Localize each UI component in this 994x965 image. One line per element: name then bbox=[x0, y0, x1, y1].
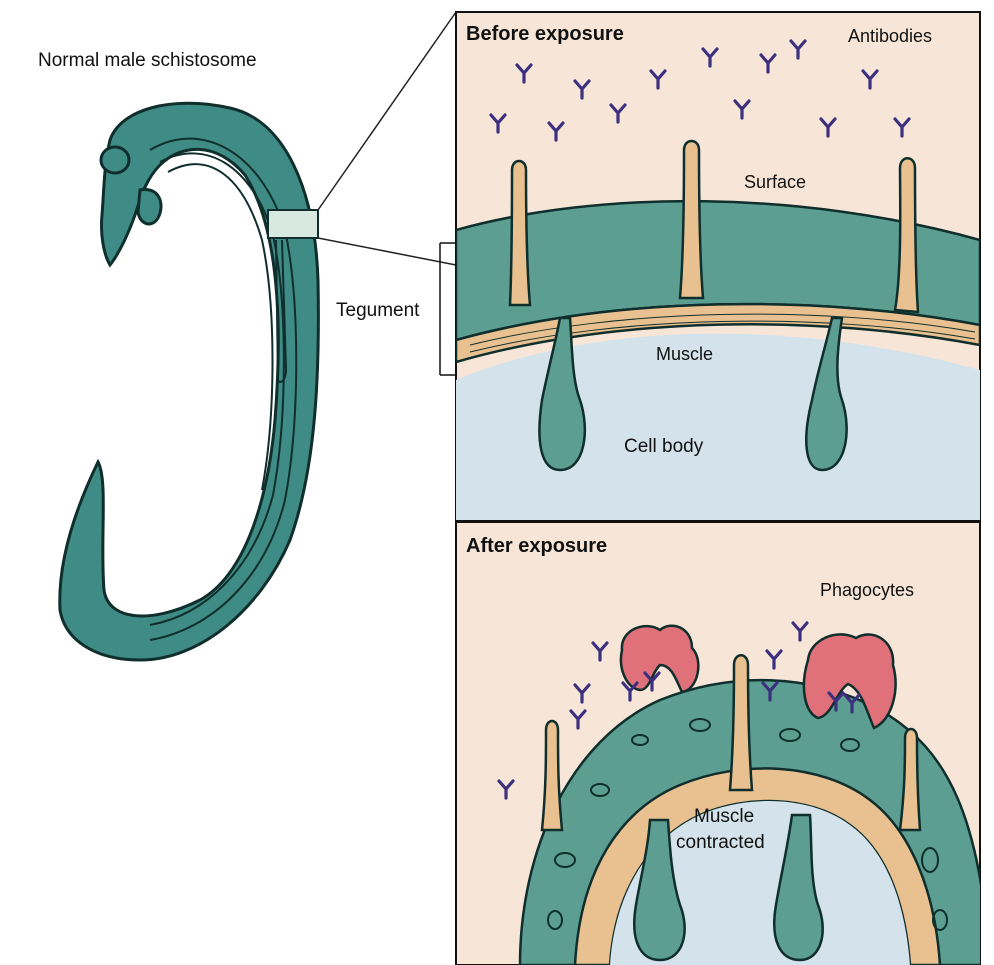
muscle-label: Muscle bbox=[656, 344, 713, 364]
surface-projection bbox=[680, 141, 703, 298]
panel-before-heading: Before exposure bbox=[466, 23, 624, 45]
cell-body-region bbox=[456, 334, 980, 520]
antibodies-label: Antibodies bbox=[848, 26, 932, 46]
phagocytes-label: Phagocytes bbox=[820, 580, 914, 600]
ventral-sucker bbox=[138, 189, 161, 223]
surface-projection bbox=[510, 161, 530, 305]
schistosome-worm bbox=[60, 103, 319, 660]
zoom-region-marker bbox=[268, 210, 318, 238]
tegument-label: Tegument bbox=[336, 300, 420, 321]
panel-after-heading: After exposure bbox=[466, 535, 607, 557]
zoom-line-bottom bbox=[318, 238, 456, 265]
panel-before-exposure: Before exposure Antibodies Surface Muscl… bbox=[456, 12, 980, 520]
worm-label: Normal male schistosome bbox=[38, 50, 257, 71]
muscle-contracted-line1: Muscle bbox=[694, 806, 754, 827]
surface-label: Surface bbox=[744, 172, 806, 192]
muscle-contracted-line2: contracted bbox=[676, 832, 765, 853]
oral-sucker bbox=[101, 147, 129, 173]
zoom-line-top bbox=[318, 12, 456, 210]
cell-body-label: Cell body bbox=[624, 436, 704, 457]
panel-after-exposure: After exposure Phagocytes Muscle contrac… bbox=[456, 522, 990, 965]
